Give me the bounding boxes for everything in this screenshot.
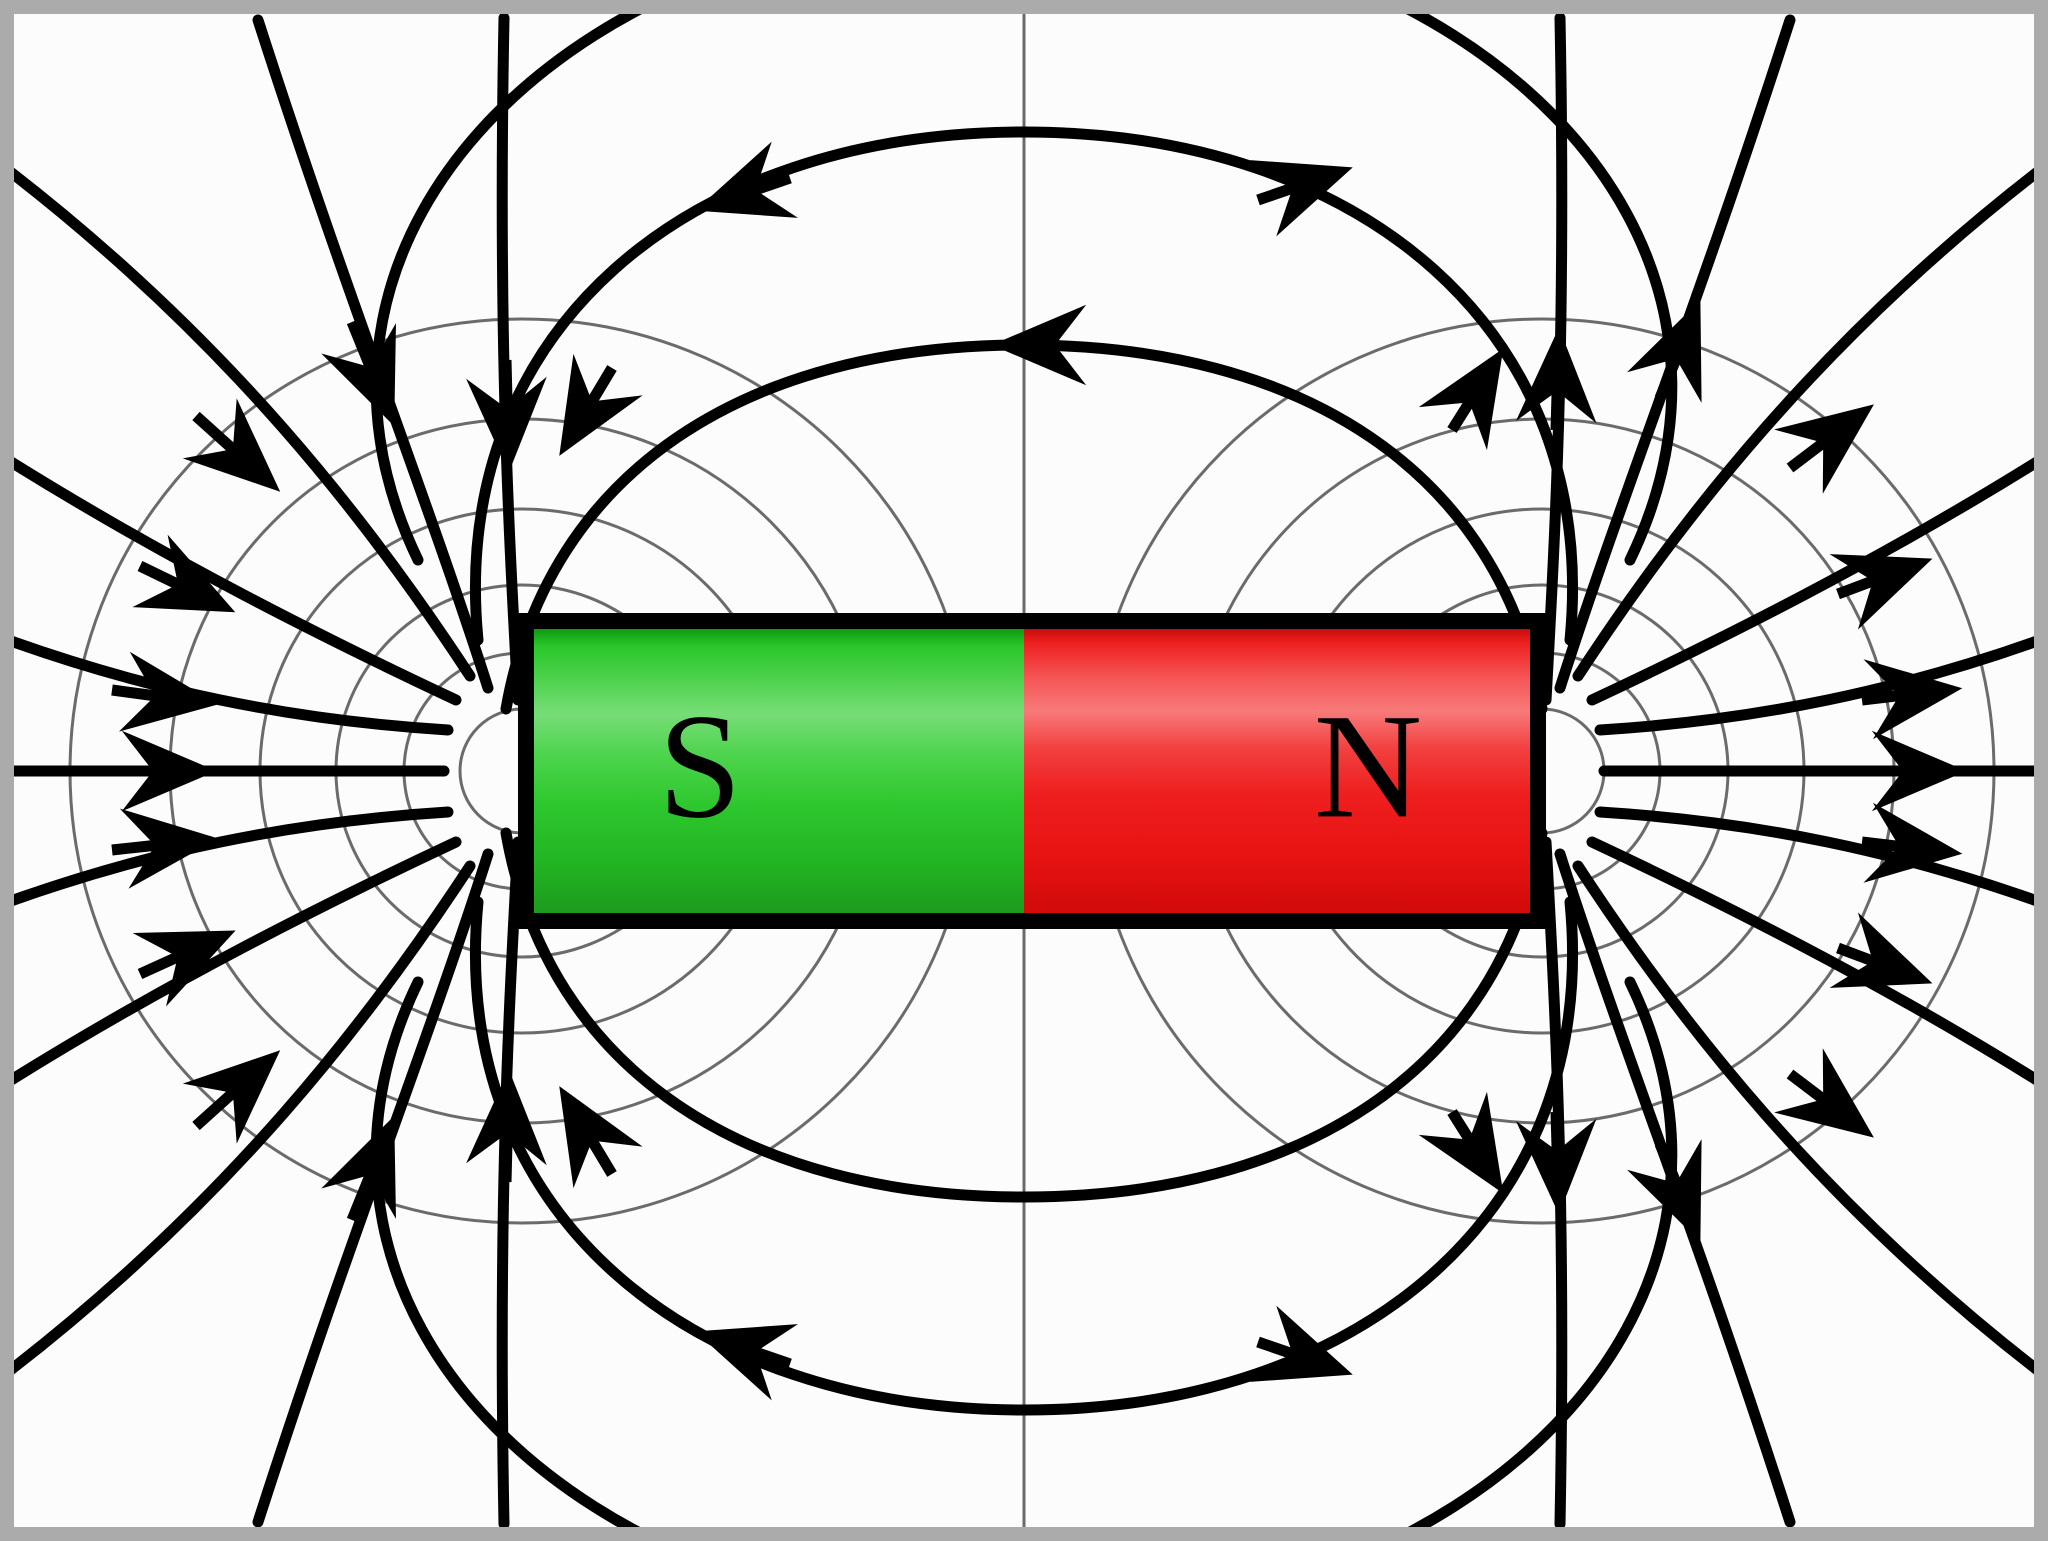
field-arrows-north: [1250, 160, 1967, 1382]
magnet-south-label: S: [658, 683, 741, 849]
field-arrows-south: [108, 141, 798, 1401]
magnet-north-label: N: [1314, 683, 1422, 849]
magnet-north-half: [1024, 629, 1530, 913]
magnet-south-half: [534, 629, 1024, 913]
bar-magnet[interactable]: S N: [518, 613, 1546, 929]
